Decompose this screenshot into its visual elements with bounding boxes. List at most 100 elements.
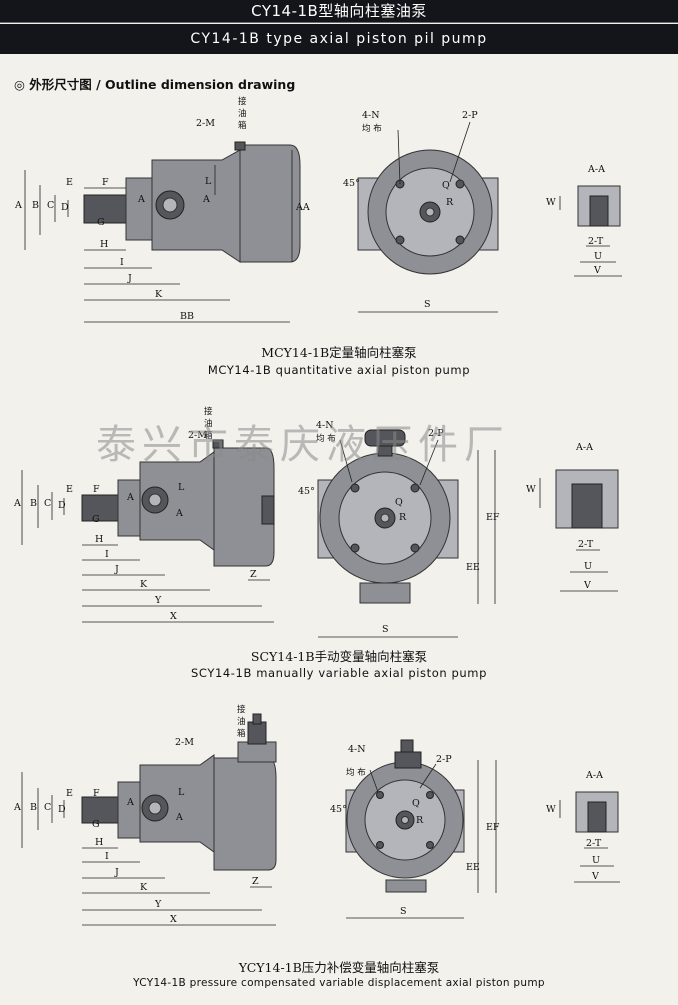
dim-2T: 2-T: [578, 539, 594, 550]
dim-E: E: [66, 177, 73, 188]
pump3-rear-housing: [213, 757, 277, 871]
section-AA-title: A-A: [585, 770, 603, 781]
port-2M: 2-M: [196, 118, 215, 129]
dim-C: C: [44, 498, 51, 509]
dim-J: J: [127, 273, 132, 284]
section-AA-title: A-A: [575, 442, 593, 453]
dim-W: W: [546, 197, 556, 208]
dim-V: V: [583, 580, 591, 591]
dim-Y: Y: [154, 595, 162, 606]
oil-fill-label: 接: [238, 96, 247, 107]
dim-Z: Z: [252, 876, 259, 887]
dim-S: S: [424, 299, 431, 310]
dim-R: R: [399, 512, 407, 523]
dim-E: E: [66, 788, 73, 799]
dim-V: V: [593, 265, 601, 276]
bolt-4N: 4-N: [316, 420, 334, 431]
dim-W: W: [526, 484, 536, 495]
dim-H: H: [95, 534, 103, 545]
pump3-compensator-cap: [247, 721, 267, 745]
oil-fill-label: 箱: [204, 430, 213, 441]
dim-S: S: [400, 906, 407, 917]
dim-L: L: [178, 787, 185, 798]
pump2-shaft: [81, 494, 119, 522]
pump1-caption-en: MCY14-1B quantitative axial piston pump: [207, 363, 471, 377]
section-heading: ◎ 外形尺寸图 / Outline dimension drawing: [14, 74, 295, 93]
dim-B: B: [30, 498, 37, 509]
pump1-shaft: [83, 194, 127, 224]
pump2-side-knob: [261, 495, 275, 525]
dim-2T: 2-T: [586, 838, 602, 849]
section-mark-A: A: [137, 194, 145, 205]
port-2M: 2-M: [175, 737, 194, 748]
pump1-rear-housing: [239, 144, 301, 263]
dim-X: X: [170, 914, 177, 925]
pump1-front-view: 4-N 均 布 2-P 45° Q R S: [343, 110, 499, 313]
dim-D: D: [61, 202, 69, 213]
dim-I: I: [105, 851, 109, 862]
dim-A: A: [13, 498, 21, 509]
oil-fill-label: 油: [238, 108, 247, 119]
dim-EE: EE: [466, 562, 480, 573]
port-2M: 2-M: [188, 430, 207, 441]
dim-I: I: [120, 257, 124, 268]
dim-U: U: [584, 561, 592, 572]
dim-B: B: [32, 200, 39, 211]
dim-H: H: [95, 837, 103, 848]
dim-F: F: [102, 177, 109, 188]
dim-H: H: [100, 239, 108, 250]
dim-B: B: [30, 802, 37, 813]
pump3-compensator-body: [237, 741, 277, 763]
oil-fill-label: 油: [204, 418, 213, 429]
dim-Q: Q: [442, 180, 450, 191]
evenly-spaced-label: 均 布: [316, 433, 336, 444]
pump3-side-view: A B C D E F G H I J K Y X Z L A A 2-M 接 …: [13, 704, 277, 926]
dim-L: L: [205, 176, 212, 187]
oil-fill-label: 油: [237, 716, 246, 727]
angle-45: 45°: [330, 804, 347, 815]
oil-fill-label: 接: [237, 704, 246, 715]
section-mark-A: A: [175, 812, 183, 823]
dim-Q: Q: [395, 497, 403, 508]
pump2-front-view: 4-N 均 布 2-P 45° Q R S EE EF: [298, 420, 500, 638]
pump2-caption-en: SCY14-1B manually variable axial piston …: [191, 666, 487, 680]
dim-R: R: [446, 197, 454, 208]
dim-W: W: [546, 804, 556, 815]
dim-L: L: [178, 482, 185, 493]
pump2-caption-cn: SCY14-1B手动变量轴向柱塞泵: [250, 649, 428, 664]
section-AA-title: A-A: [587, 164, 605, 175]
pump1-side-view: A B C D E F G H I J K BB AA L A A 2-M 接 …: [14, 96, 310, 323]
dim-BB: BB: [180, 311, 194, 322]
port-2P: 2-P: [428, 428, 444, 439]
dim-I: I: [105, 549, 109, 560]
port-2P: 2-P: [436, 754, 452, 765]
section-mark-A: A: [126, 492, 134, 503]
dim-K: K: [140, 882, 148, 893]
pump3-caption-cn: YCY14-1B压力补偿变量轴向柱塞泵: [238, 960, 440, 975]
pump2-rear-housing: [213, 447, 275, 567]
dim-Y: Y: [154, 899, 162, 910]
pump3-front-view: 4-N 均 布 2-P 45° Q R S EE EF: [330, 739, 500, 919]
bolt-4N: 4-N: [348, 744, 366, 755]
dim-U: U: [594, 251, 602, 262]
dim-G: G: [92, 819, 100, 830]
dim-K: K: [155, 289, 163, 300]
section-mark-A: A: [126, 797, 134, 808]
section-mark-A: A: [175, 508, 183, 519]
evenly-spaced-label: 均 布: [346, 767, 366, 778]
pump2-section-aa: A-A W 2-T U V: [526, 442, 619, 592]
dim-EE: EE: [466, 862, 480, 873]
dim-J: J: [114, 564, 119, 575]
dim-F: F: [93, 788, 100, 799]
dim-K: K: [140, 579, 148, 590]
dim-Q: Q: [412, 798, 420, 809]
angle-45: 45°: [298, 486, 315, 497]
dim-D: D: [58, 500, 66, 511]
dim-G: G: [97, 217, 105, 228]
dim-S: S: [382, 624, 389, 635]
pump3-section-aa: A-A W 2-T U V: [546, 770, 620, 883]
pump2-side-view: A B C D E F G H I J K Y X Z L A A 2-M 接 …: [13, 406, 275, 623]
dim-C: C: [47, 200, 54, 211]
dim-F: F: [93, 484, 100, 495]
